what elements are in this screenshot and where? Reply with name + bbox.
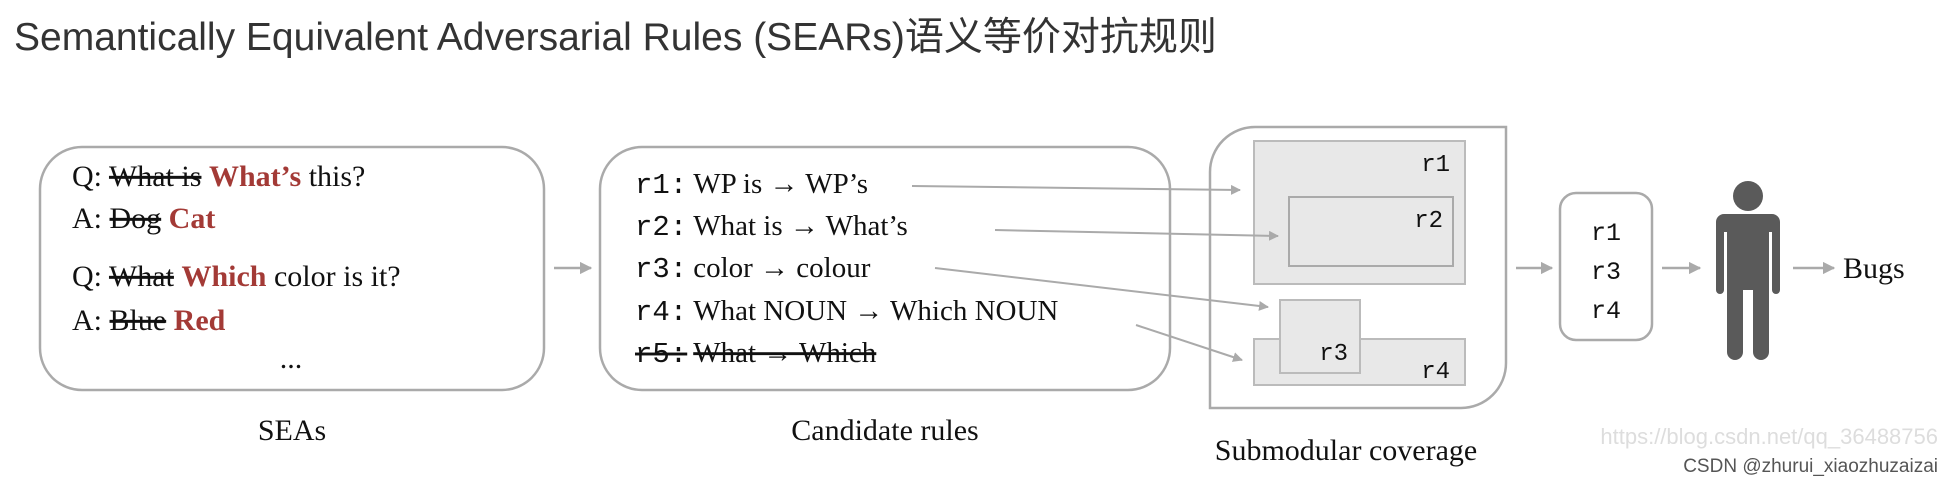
rule-text: What is → What’s [693,210,908,242]
candidate-rule: r2:What is → What’s [635,210,908,244]
arrow-r2 [994,229,1279,241]
candidate-rules-label: Candidate rules [791,414,978,447]
selected-rule: r1 [1591,219,1621,248]
seas-a1: A: Dog Cat [72,202,215,235]
rule-text: What NOUN → Which NOUN [693,295,1058,327]
rule-id: r2: [635,211,687,244]
seas-a2: A: Blue Red [72,304,226,337]
page-title: Semantically Equivalent Adversarial Rule… [14,16,1217,59]
rule-text: WP is → WP’s [693,168,868,200]
rule-arrows [911,184,1279,362]
seas-q1: Q: What is What’s this? [72,160,365,193]
seas-ellipsis: ... [280,342,303,375]
coverage-r1-label: r1 [1421,152,1450,179]
candidate-rule: r4:What NOUN → Which NOUN [635,295,1058,329]
rule-id: r4: [635,296,687,329]
watermark-url: https://blog.csdn.net/qq_36488756 [1600,424,1938,449]
bugs-label: Bugs [1843,252,1905,285]
coverage-set-r3 [1279,299,1361,374]
coverage-r3-label: r3 [1319,341,1348,368]
candidate-rule: r5:What → Which [635,337,877,371]
candidate-rule: r3:color → colour [635,252,871,286]
seas-box [38,145,546,392]
arrow-r4 [1135,324,1243,362]
candidate-rule: r1:WP is → WP’s [635,168,868,202]
selected-rule: r3 [1591,258,1621,287]
watermark: CSDN @zhurui_xiaozhuzaizai [1683,456,1938,477]
candidate-rules-box [598,145,1172,392]
seas-label: SEAs [258,414,326,447]
rule-id: r5: [635,338,687,371]
selected-rule: r4 [1591,297,1621,326]
coverage-r2-label: r2 [1414,208,1443,235]
rule-id: r1: [635,169,687,202]
seas-q2: Q: What Which color is it? [72,260,401,293]
person-icon [1716,181,1780,360]
coverage-label: Submodular coverage [1215,434,1477,467]
rule-text: color → colour [693,252,871,284]
rule-text: What → Which [693,337,877,369]
coverage-set-r2 [1288,196,1454,267]
arrow-r3 [934,267,1269,311]
selected-rules-box [1558,191,1654,342]
coverage-r4-label: r4 [1421,359,1450,386]
arrow-r1 [911,184,1241,195]
rule-id: r3: [635,253,687,286]
